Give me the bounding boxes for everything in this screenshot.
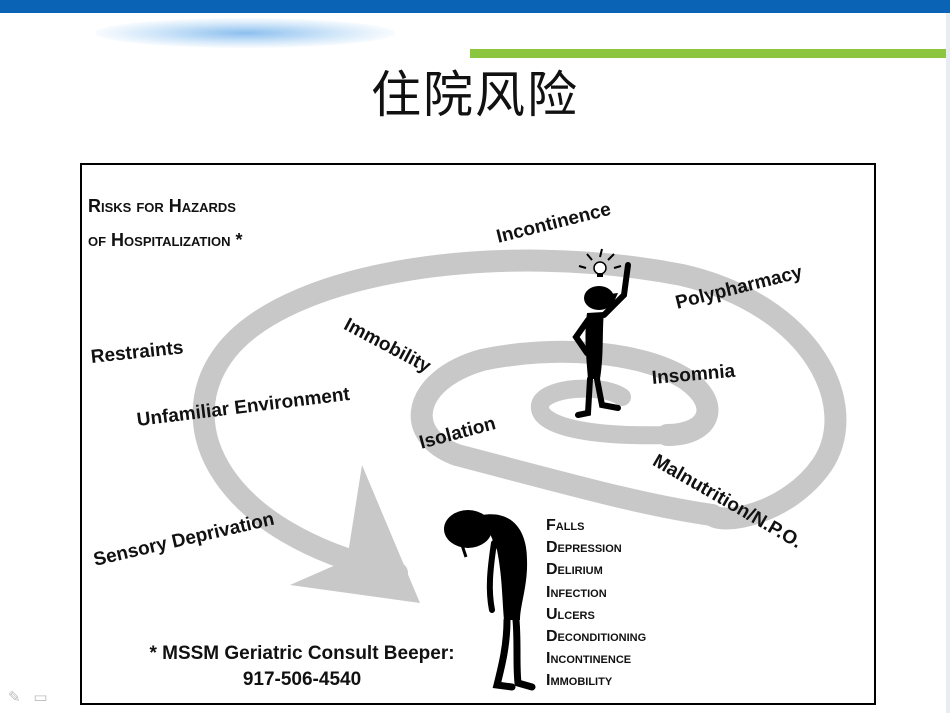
spiral-outer [192, 249, 847, 584]
slide-title: 住院风险 [371, 66, 579, 124]
outcome-item: Ulcers [546, 605, 595, 623]
person-slumped-icon [444, 510, 536, 691]
spiral-arrowhead [290, 465, 420, 603]
outcomes-list: Falls Depression Delirium Infection Ulce… [546, 515, 646, 693]
spiral-graphic [192, 248, 847, 691]
spiral-inner [531, 379, 676, 445]
outcome-item: Falls [546, 517, 585, 534]
figure-heading: Risks for Hazards of Hospitalization * [88, 189, 242, 257]
pen-icon[interactable]: ✎ [8, 688, 21, 706]
spiral-middle [410, 340, 723, 526]
header-glow [95, 18, 395, 48]
slide-edge [946, 13, 950, 713]
figure-heading-line1: Risks for Hazards [88, 196, 236, 216]
beeper-number: 917-506-4540 [242, 669, 362, 690]
outcome-item: Depression [546, 539, 622, 557]
outcome-item: Immobility [546, 672, 613, 690]
beeper-note: * MSSM Geriatric Consult Beeper: 917-506… [112, 641, 492, 693]
outcome-item: Deconditioning [546, 628, 647, 646]
outcome-item: Infection [546, 583, 607, 601]
outcome-item: Delirium [546, 561, 603, 579]
outcome-item: Incontinence [546, 650, 632, 668]
slide-corner-controls: ✎ ▭ [8, 688, 56, 706]
beeper-line1: * MSSM Geriatric Consult Beeper: [149, 643, 455, 664]
green-accent-bar [470, 49, 950, 58]
person-lightbulb-icon [572, 248, 631, 418]
figure-heading-line2: of Hospitalization * [88, 230, 243, 250]
hazards-figure: Risks for Hazards of Hospitalization * I… [80, 163, 876, 705]
slide-view-icon[interactable]: ▭ [33, 688, 48, 706]
top-blue-bar [0, 0, 950, 13]
